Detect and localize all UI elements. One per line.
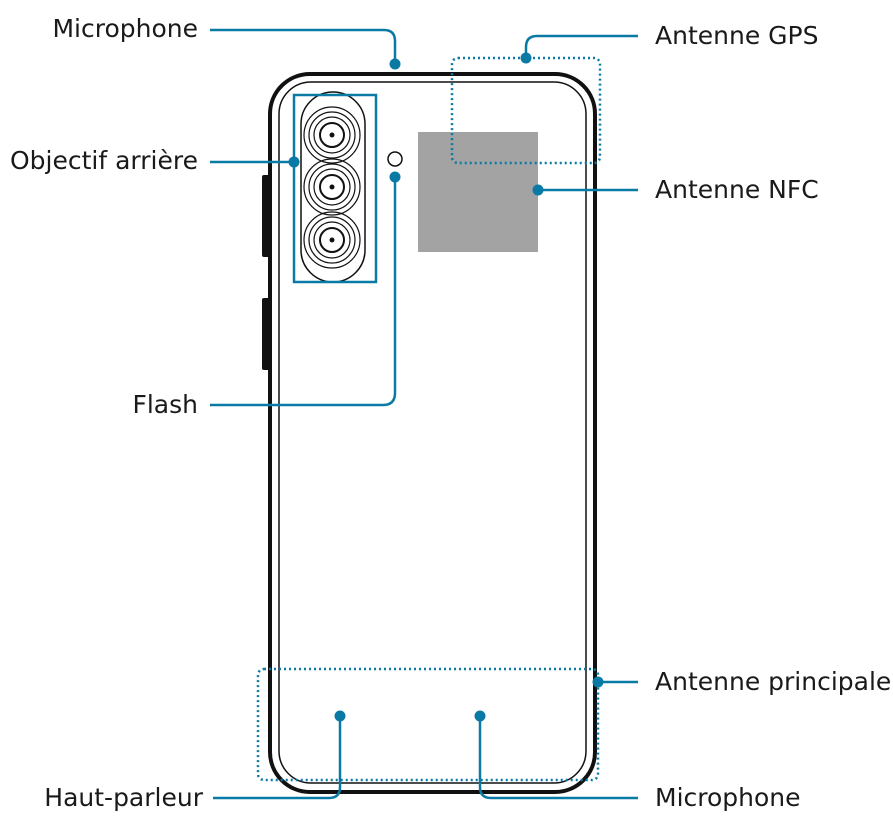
callout-line-microphone-top — [210, 28, 397, 64]
label-speaker: Haut-parleur — [44, 783, 203, 812]
nfc-antenna-area — [418, 132, 538, 252]
camera-lens-middle — [303, 158, 361, 216]
label-microphone-bottom: Microphone — [655, 783, 801, 812]
callout-line-microphone-bottom — [478, 716, 638, 800]
callout-line-flash — [210, 177, 397, 407]
callout-dot-flash — [389, 171, 401, 183]
callout-dot-main-antenna — [592, 676, 604, 688]
label-gps-antenna: Antenne GPS — [655, 21, 819, 50]
callout-dot-speaker — [334, 710, 346, 722]
label-microphone-top: Microphone — [52, 14, 198, 43]
callout-dot-nfc-antenna — [532, 184, 544, 196]
callout-dot-rear-camera — [288, 156, 300, 168]
flash-led — [387, 151, 403, 167]
label-rear-camera: Objectif arrière — [10, 146, 198, 175]
callout-dot-microphone-top — [389, 58, 401, 70]
gps-antenna-region — [450, 56, 602, 165]
rear-camera-highlight — [292, 93, 378, 284]
callout-dot-microphone-bottom — [474, 710, 486, 722]
camera-module — [300, 91, 366, 283]
callout-dot-gps-antenna — [520, 52, 532, 64]
camera-lens-top — [303, 106, 361, 164]
label-flash: Flash — [132, 390, 198, 419]
camera-lens-bottom — [303, 211, 361, 269]
main-antenna-region — [256, 667, 600, 782]
label-main-antenna: Antenne principale — [655, 667, 892, 696]
phone-body-inner — [278, 81, 587, 784]
callout-line-gps-antenna — [524, 34, 638, 58]
callout-line-speaker — [213, 716, 342, 800]
label-nfc-antenna: Antenne NFC — [655, 175, 819, 204]
